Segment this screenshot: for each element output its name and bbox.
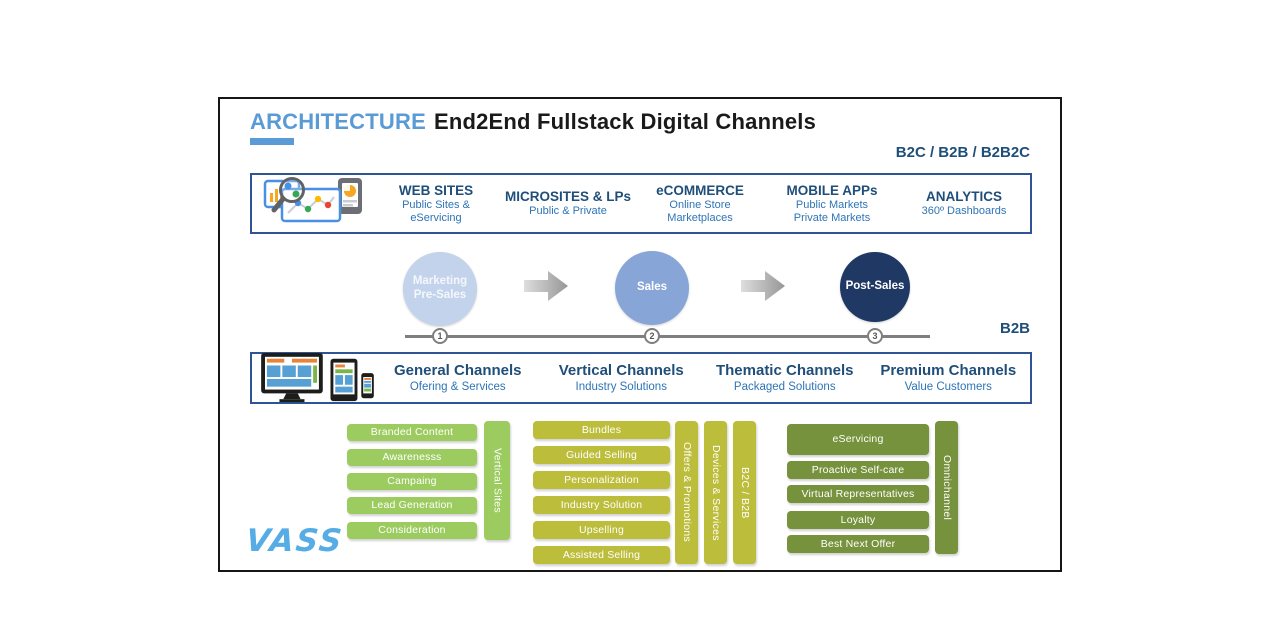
architecture-diagram-panel: ARCHITECTURE End2End Fullstack Digital Ch… <box>218 97 1062 572</box>
channel-thematic: Thematic Channels Packaged Solutions <box>715 362 854 393</box>
analytics-search-icon <box>252 175 370 233</box>
channel-ecommerce: eCOMMERCE Online Store Marketplaces <box>656 182 744 224</box>
b2b-label: B2B <box>999 320 1030 337</box>
timeline-marker-2: 2 <box>644 328 660 344</box>
channel-premium: Premium Channels Value Customers <box>880 362 1017 393</box>
b2c-channels-panel: WEB SITES Public Sites & eServicing MICR… <box>250 173 1032 234</box>
vass-logo: VASS <box>244 523 346 559</box>
channel-vertical: Vertical Channels Industry Solutions <box>558 362 684 393</box>
flow-arrow-icon <box>524 271 568 301</box>
stage-marketing-presales: Marketing Pre-Sales <box>403 252 477 326</box>
chip-assisted-selling: Assisted Selling <box>533 546 670 564</box>
chip-lead-generation: Lead Generation <box>347 497 477 514</box>
channel-mobile-apps: MOBILE APPs Public Markets Private Marke… <box>786 182 878 224</box>
b2b-channels-panel: General Channels Ofering & Services Vert… <box>250 352 1032 404</box>
chip-upselling: Upselling <box>533 521 670 539</box>
chip-industry-solution: Industry Solution <box>533 496 670 514</box>
vertical-sites-bar: Vertical Sites <box>484 421 510 540</box>
chip-virtual-representatives: Virtual Representatives <box>787 485 929 503</box>
chip-eservicing: eServicing <box>787 424 929 455</box>
chip-branded-content: Branded Content <box>347 424 477 441</box>
offers-promotions-bar: Offers & Promotions <box>675 421 698 564</box>
timeline-marker-3: 3 <box>867 328 883 344</box>
b2b-channel-columns: General Channels Ofering & Services Vert… <box>376 362 1030 393</box>
channel-analytics: ANALYTICS 360º Dashboards <box>921 188 1007 218</box>
chip-personalization: Personalization <box>533 471 670 489</box>
b2c-channel-columns: WEB SITES Public Sites & eServicing MICR… <box>370 183 1030 225</box>
chip-awareness: Awarenesss <box>347 449 477 466</box>
timeline-line <box>405 335 930 338</box>
devices-services-bar: Devices & Services <box>704 421 727 564</box>
page-title-rest: End2End Fullstack Digital Channels <box>433 109 817 134</box>
chip-guided-selling: Guided Selling <box>533 446 670 464</box>
chip-campaign: Campaing <box>347 473 477 490</box>
page-title: ARCHITECTURE End2End Fullstack Digital Ch… <box>250 109 816 135</box>
channel-web-sites: WEB SITES Public Sites & eServicing <box>398 182 474 224</box>
chip-consideration: Consideration <box>347 522 477 539</box>
chip-loyalty: Loyalty <box>787 511 929 529</box>
title-underline-bar <box>250 138 294 145</box>
chip-best-next-offer: Best Next Offer <box>787 535 929 553</box>
chip-bundles: Bundles <box>533 421 670 439</box>
b2c-b2b-b2b2c-label: B2C / B2B / B2B2C <box>895 144 1030 161</box>
b2c-b2b-bar: B2C / B2B <box>733 421 756 564</box>
omnichannel-bar: Omnichannel <box>935 421 958 554</box>
channel-general: General Channels Ofering & Services <box>393 362 522 393</box>
page-title-accent: ARCHITECTURE <box>250 109 426 134</box>
timeline-marker-1: 1 <box>432 328 448 344</box>
responsive-devices-icon <box>252 352 376 404</box>
stage-sales: Sales <box>615 251 689 325</box>
channel-microsites: MICROSITES & LPs Public & Private <box>504 188 631 218</box>
chip-proactive-self-care: Proactive Self-care <box>787 461 929 479</box>
stage-post-sales: Post-Sales <box>840 252 910 322</box>
flow-arrow-icon <box>741 271 785 301</box>
